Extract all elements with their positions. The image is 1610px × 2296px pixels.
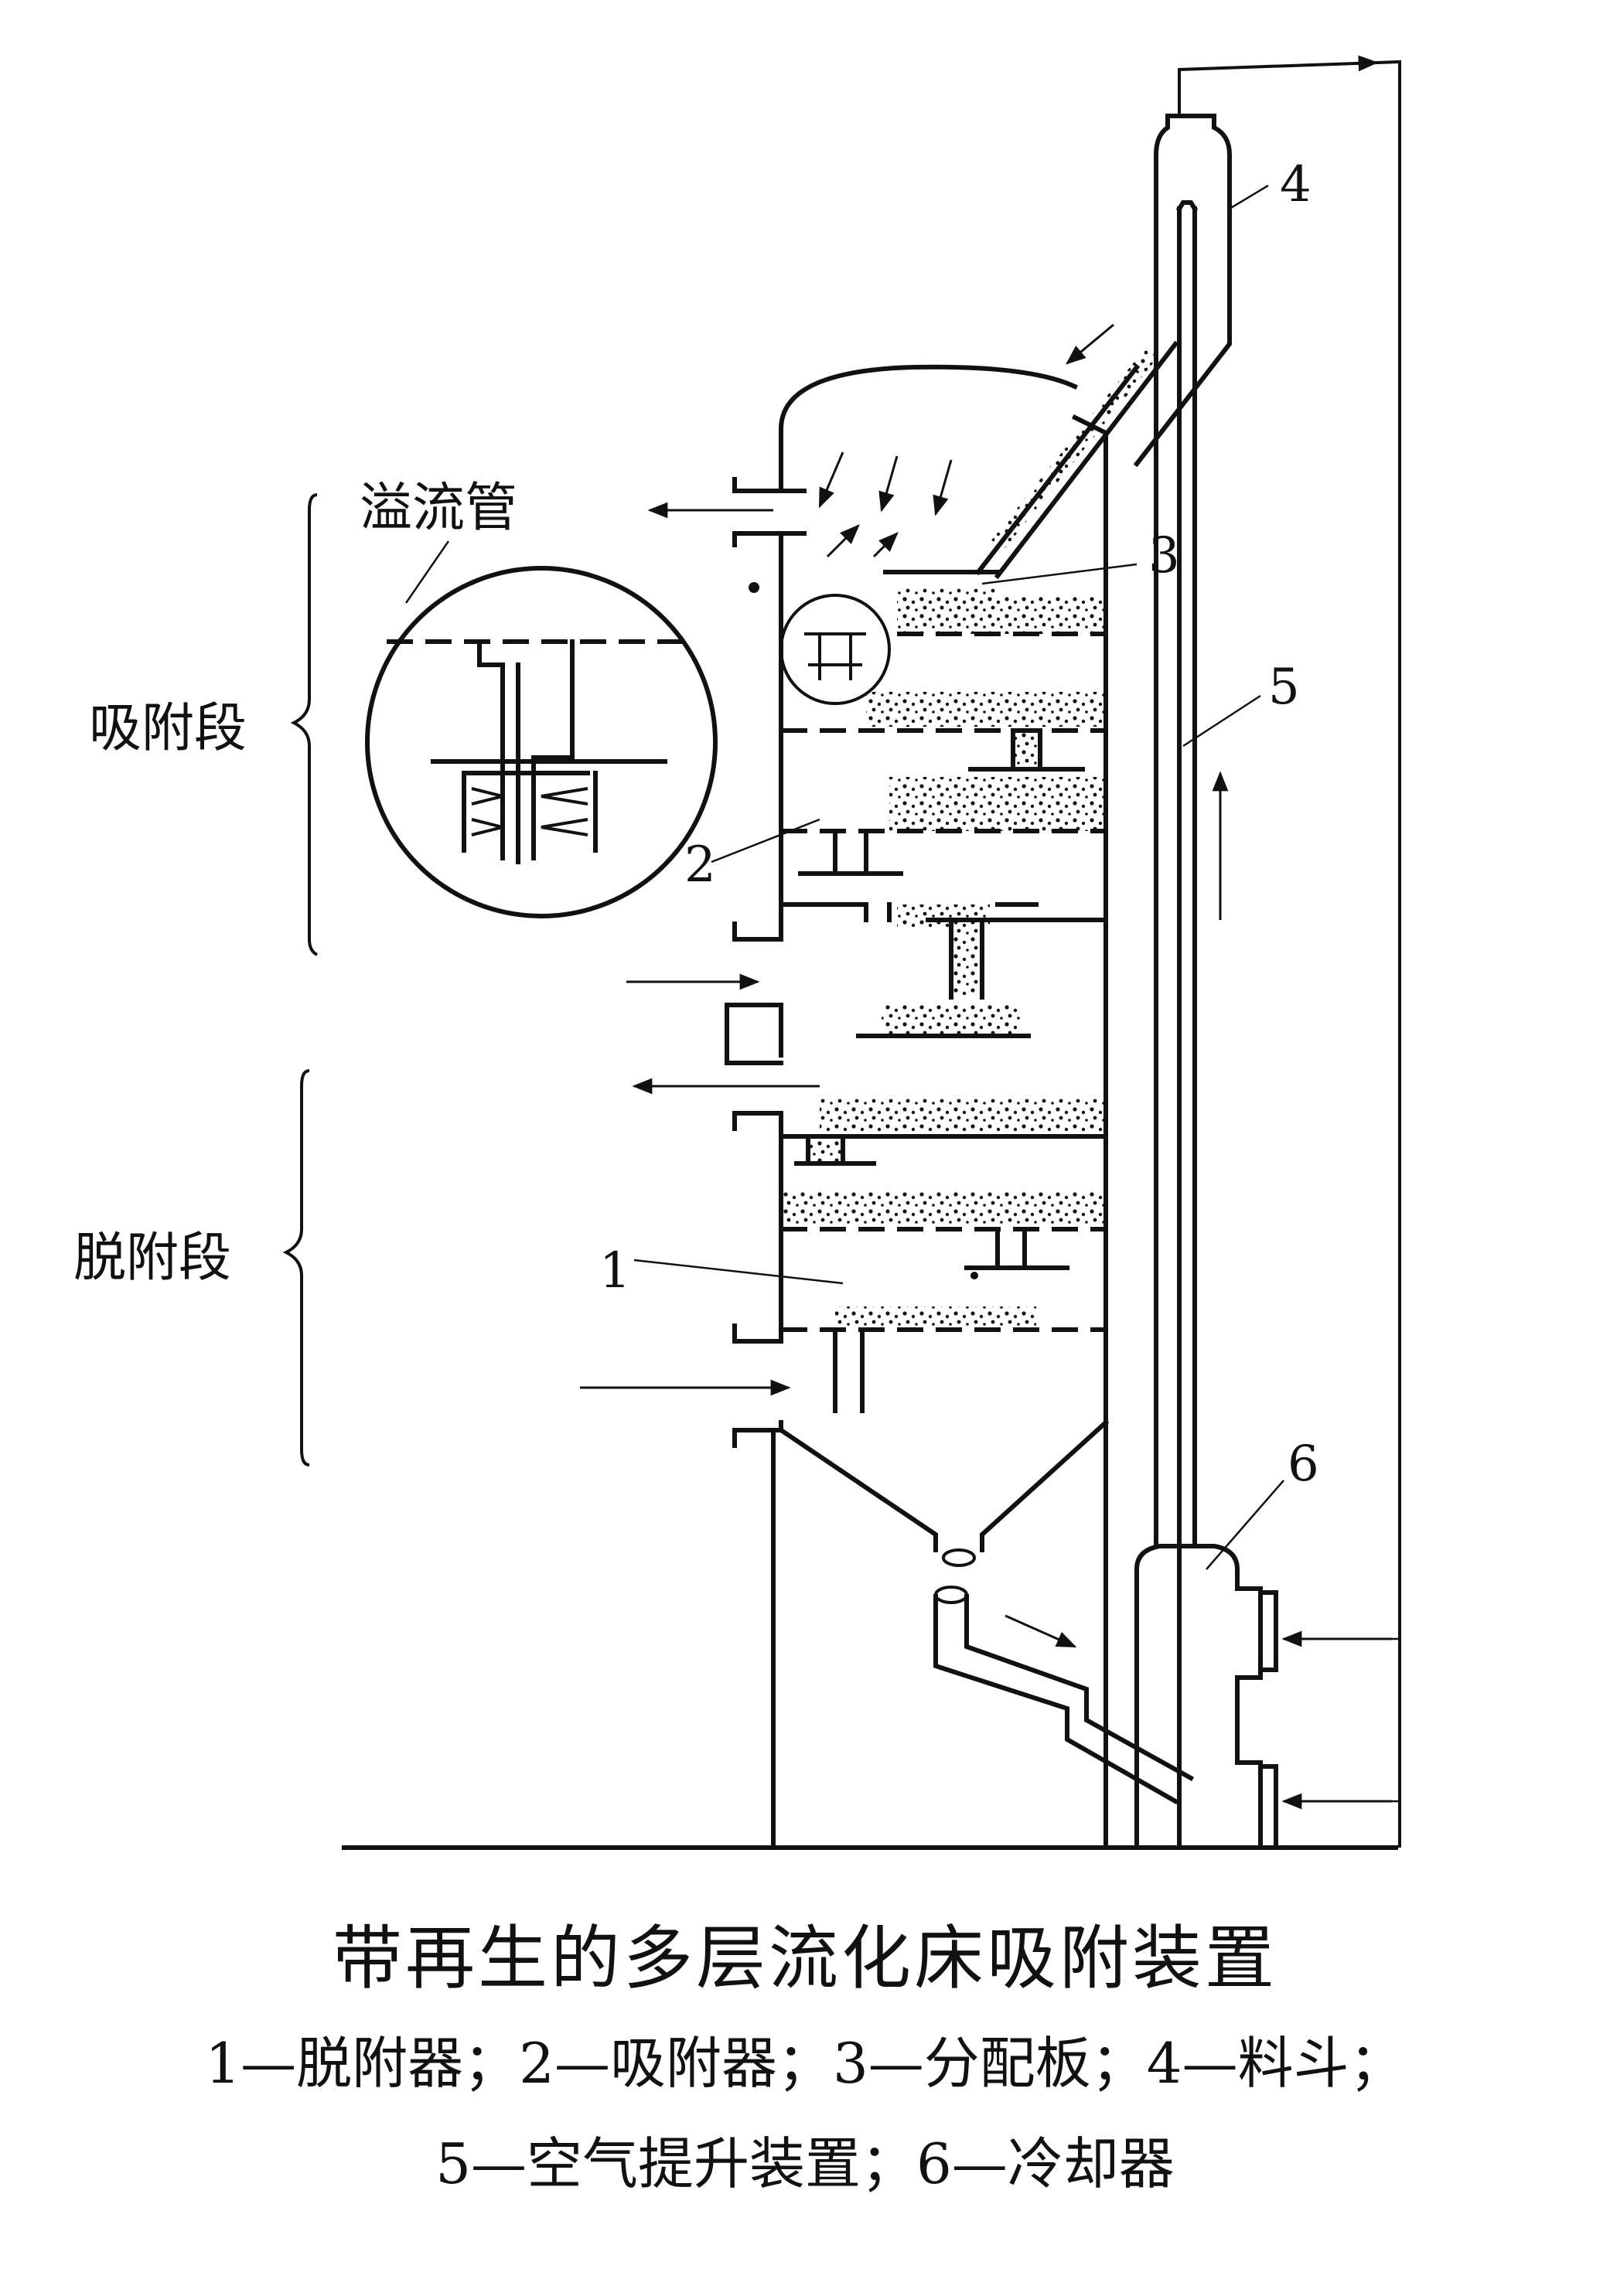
detail-circle [365,566,718,918]
bottom-cone-right [980,1419,1110,1552]
hopper-feed [974,340,1179,580]
cooler [1134,1544,1400,1850]
figure-title: 带再生的多层流化床吸附装置 [333,1918,1277,1999]
desorption-brace [282,1069,310,1467]
part-2-label: 2 [684,836,716,894]
column-vessel [725,364,1110,1850]
hopper-shell [1133,114,1232,1548]
desorption-section-label: 脱附段 [73,1228,231,1289]
desorption-plates [779,1098,1108,1413]
overflow-pipe-detail [365,540,891,918]
overflow-pipe-label: 溢流管 [360,478,517,539]
adsorption-section-label: 吸附段 [89,698,247,759]
gas-flow-arrows [580,323,1114,1396]
bottom-cone-left [777,1426,938,1552]
adsorption-plates [779,570,1108,1038]
air-lift [1133,55,1401,1850]
column-dome [779,364,1078,482]
figure-legend-line-2: 5—空气提升装置；6—冷却器 [435,2131,1175,2196]
detail-marker-circle [779,594,891,705]
part-4-label: 4 [1280,156,1312,213]
overflow-leader [404,540,450,604]
figure-legend-line-1: 1—脱附器；2—吸附器；3—分配板；4—料斗； [205,2031,1405,2096]
part-1-label: 1 [599,1242,631,1300]
adsorption-brace [290,493,319,956]
part-5-label: 5 [1268,659,1300,716]
part-3-label: 3 [1148,527,1180,584]
leader-lines [633,184,1284,1570]
part-6-label: 6 [1288,1436,1319,1493]
transfer-pipe [933,1586,1195,1805]
